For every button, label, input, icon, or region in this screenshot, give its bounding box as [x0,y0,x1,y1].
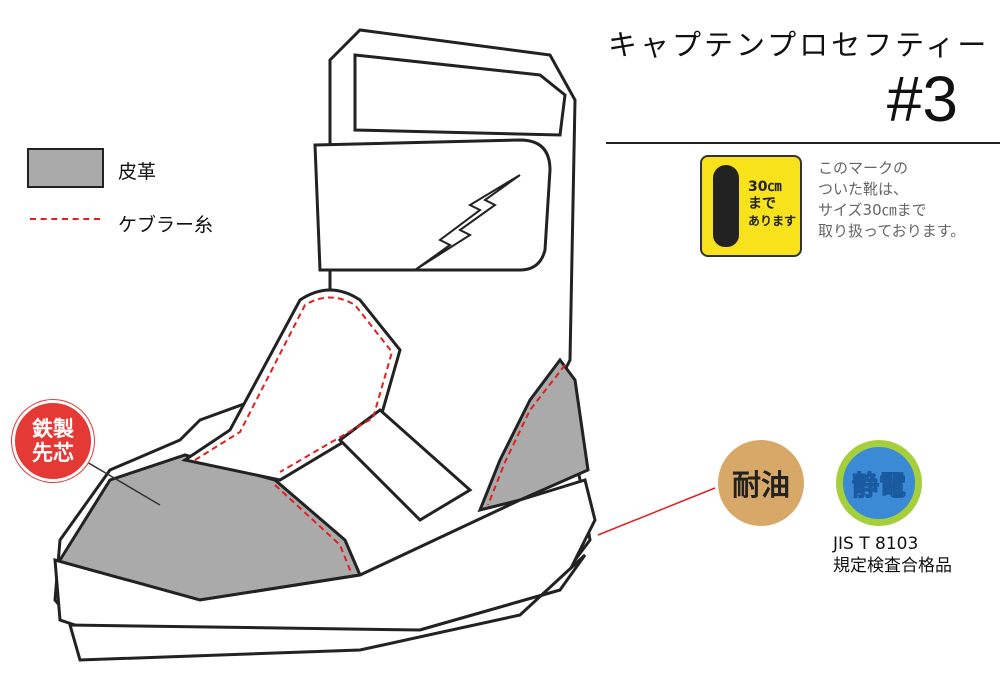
heel-leather [477,357,590,513]
leather-legend-label: 皮革 [118,161,157,183]
kevlar-swatch [30,218,100,220]
cert-line: 規定検査合格品 [833,556,952,576]
velcro-strap [313,138,552,272]
badge-text: 先芯 [32,441,74,465]
leather-swatch [27,148,104,188]
cert-line: JIS T 8103 [833,534,919,554]
badge-text: 鉄製 [32,417,74,441]
sole-pointer [597,487,716,536]
steel-pointer [74,454,161,506]
badge-text: 静電 [852,470,907,502]
lightning-icon [414,174,521,271]
lower-strap [337,408,473,522]
model-number: #3 [886,63,958,135]
product-title: キャプテンプロセフティー [608,28,990,62]
kevlar-legend-label: ケブラー糸 [118,214,214,236]
note-line: 取り扱っております。 [818,222,966,240]
boot-collar [353,53,567,137]
note-line: ついた靴は、 [818,180,909,198]
size-note: このマークの ついた靴は、 サイズ30㎝まで 取り扱っております。 [818,158,965,242]
insole-icon [713,165,739,247]
badge-line: あります [748,214,797,228]
steel-toe-badge: 鉄製 先芯 [12,400,94,482]
note-line: このマークの [818,159,909,177]
badge-text: 耐油 [731,468,790,502]
kevlar-stitch-heel [487,364,566,506]
oil-resistant-badge: 耐油 [718,440,804,526]
size-30cm-badge: 30㎝ まで あります [700,155,802,257]
antistatic-badge: 静電 [836,440,922,526]
divider [606,142,1000,144]
badge-line: まで [748,196,776,212]
badge-line: 30㎝ [748,179,782,195]
kevlar-stitch-tongue [194,296,394,473]
note-line: サイズ30㎝まで [818,201,927,219]
certification-text: JIS T 8103 規定検査合格品 [833,533,952,577]
sole-tread [68,553,587,662]
